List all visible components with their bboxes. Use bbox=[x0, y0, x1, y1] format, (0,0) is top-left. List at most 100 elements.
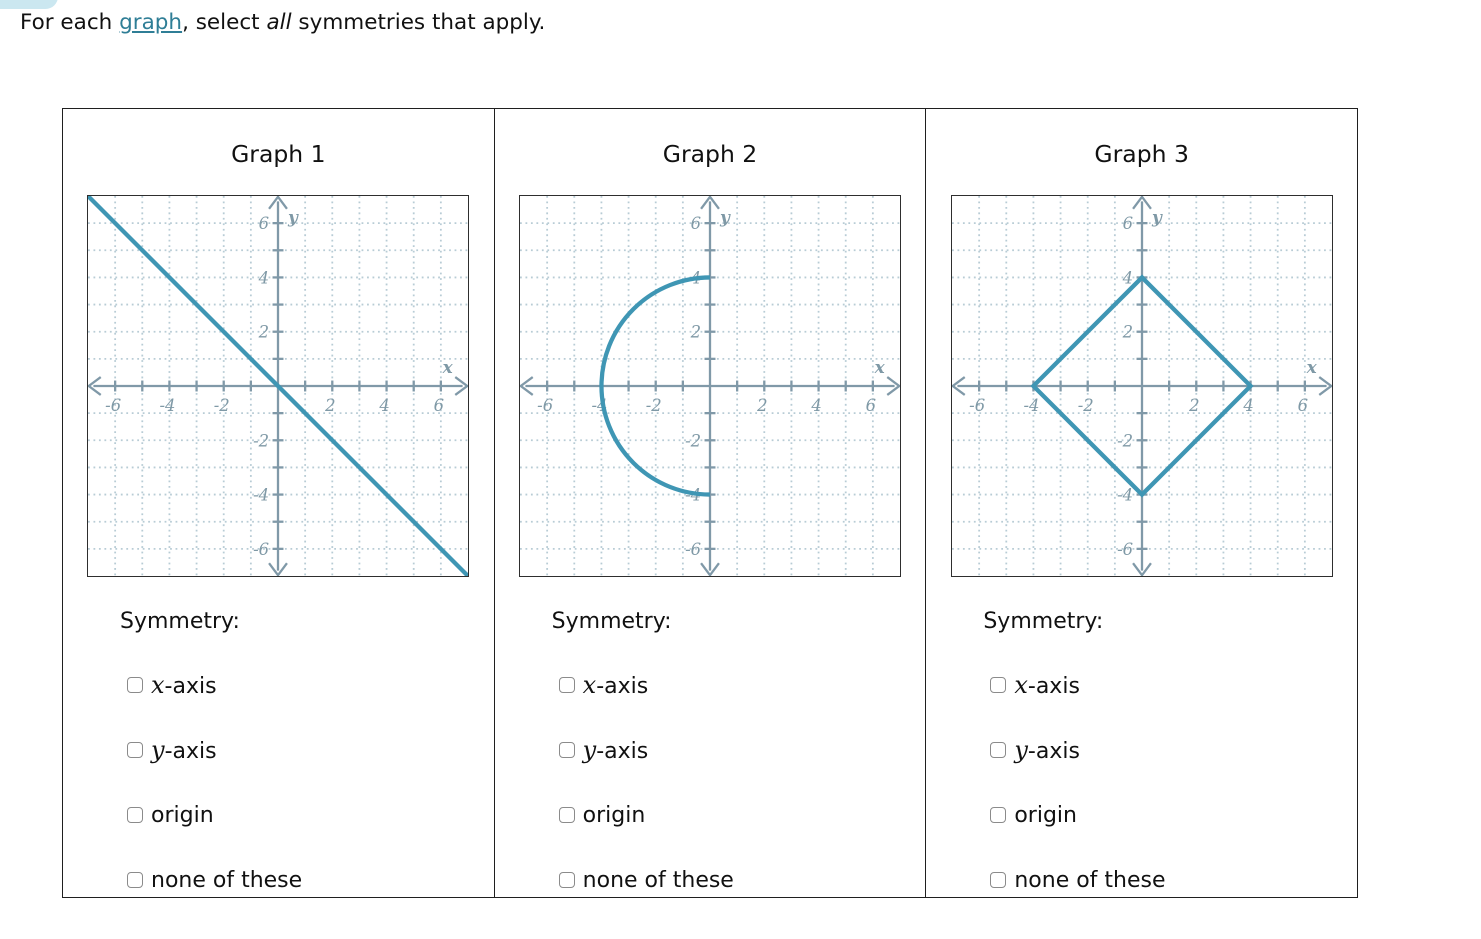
option-label-none: none of these bbox=[151, 868, 302, 893]
checkbox-y-axis-graph-2[interactable] bbox=[558, 742, 575, 758]
svg-text:-2: -2 bbox=[214, 396, 230, 415]
question-prompt: For each graph, select all symmetries th… bbox=[20, 10, 545, 35]
checkbox-none-graph-3[interactable] bbox=[990, 872, 1007, 888]
option-label-none: none of these bbox=[1014, 868, 1165, 893]
svg-text:4: 4 bbox=[258, 268, 269, 287]
option-text: -axis bbox=[1027, 739, 1080, 764]
decorative-corner-blob bbox=[0, 0, 58, 9]
svg-text:4: 4 bbox=[1242, 396, 1253, 415]
graph-panel-1: Graph 1 -6 -6 -4 -4 -2 -2 2 2 4 4 6 6 x y Symmetry: x… bbox=[63, 109, 495, 897]
option-text: origin bbox=[151, 802, 214, 828]
checkbox-y-axis-graph-1[interactable] bbox=[127, 742, 143, 758]
svg-text:4: 4 bbox=[379, 396, 390, 415]
option-text: -axis bbox=[164, 739, 217, 764]
option-label-origin: origin bbox=[151, 803, 214, 828]
svg-text:2: 2 bbox=[690, 323, 701, 342]
svg-text:6: 6 bbox=[434, 396, 444, 415]
checkbox-none-graph-2[interactable] bbox=[558, 872, 575, 888]
graph-1-plot: -6 -6 -4 -4 -2 -2 2 2 4 4 6 6 x y bbox=[87, 195, 470, 577]
svg-text:6: 6 bbox=[1297, 396, 1307, 415]
svg-text:-4: -4 bbox=[160, 396, 176, 415]
svg-text:x: x bbox=[1305, 357, 1317, 377]
option-label-y-axis: y-axis bbox=[151, 736, 217, 764]
svg-text:-2: -2 bbox=[646, 396, 662, 415]
svg-text:2: 2 bbox=[1188, 396, 1199, 415]
option-row-y-axis-2: y-axis bbox=[558, 736, 926, 764]
math-var: x bbox=[1014, 671, 1028, 699]
math-var: y bbox=[1014, 736, 1028, 764]
svg-text:2: 2 bbox=[258, 323, 269, 342]
svg-text:-6: -6 bbox=[969, 396, 985, 415]
math-var: x bbox=[151, 671, 165, 699]
svg-text:6: 6 bbox=[1122, 214, 1132, 233]
option-text: origin bbox=[582, 802, 646, 828]
option-label-origin: origin bbox=[583, 803, 646, 828]
option-row-origin-3: origin bbox=[990, 801, 1357, 829]
option-text: origin bbox=[1014, 802, 1077, 828]
svg-text:y: y bbox=[719, 207, 731, 227]
svg-text:-2: -2 bbox=[685, 431, 701, 450]
graph-1-title: Graph 1 bbox=[231, 140, 326, 168]
svg-text:-6: -6 bbox=[105, 396, 121, 415]
math-var: x bbox=[582, 671, 597, 699]
prompt-italic-all: all bbox=[266, 10, 292, 35]
option-row-none-2: none of these bbox=[558, 866, 926, 894]
graph-3-title: Graph 3 bbox=[1094, 140, 1189, 168]
option-text: none of these bbox=[582, 867, 734, 893]
option-label-origin: origin bbox=[1014, 803, 1077, 828]
option-row-none-1: none of these bbox=[127, 866, 494, 894]
option-row-none-3: none of these bbox=[990, 866, 1357, 894]
option-text: none of these bbox=[1014, 867, 1166, 893]
prompt-text-prefix: For each bbox=[20, 10, 120, 35]
symmetry-heading-1: Symmetry: bbox=[120, 609, 240, 634]
prompt-text-suffix: symmetries that apply. bbox=[291, 10, 546, 35]
option-text: -axis bbox=[596, 674, 649, 699]
option-row-origin-1: origin bbox=[127, 801, 494, 829]
option-text: -axis bbox=[596, 739, 649, 764]
svg-text:-4: -4 bbox=[1117, 486, 1133, 505]
option-row-y-axis-1: y-axis bbox=[127, 736, 494, 764]
option-row-y-axis-3: y-axis bbox=[990, 736, 1357, 764]
option-text: -axis bbox=[1027, 674, 1080, 699]
svg-text:-6: -6 bbox=[537, 396, 553, 415]
svg-text:4: 4 bbox=[810, 396, 821, 415]
checkbox-x-axis-graph-1[interactable] bbox=[127, 677, 143, 693]
svg-text:-4: -4 bbox=[1023, 396, 1039, 415]
math-var: y bbox=[151, 736, 165, 764]
option-label-x-axis: x-axis bbox=[1014, 671, 1080, 699]
option-label-y-axis: y-axis bbox=[583, 736, 649, 764]
option-text: none of these bbox=[151, 867, 303, 893]
svg-text:2: 2 bbox=[1121, 323, 1132, 342]
svg-text:2: 2 bbox=[756, 396, 767, 415]
svg-text:2: 2 bbox=[324, 396, 335, 415]
checkbox-x-axis-graph-2[interactable] bbox=[558, 677, 575, 693]
svg-text:-6: -6 bbox=[253, 540, 269, 559]
svg-text:x: x bbox=[442, 357, 454, 377]
svg-text:y: y bbox=[287, 207, 299, 227]
symmetry-heading-3: Symmetry: bbox=[983, 609, 1104, 634]
svg-text:-6: -6 bbox=[685, 540, 701, 559]
svg-text:-2: -2 bbox=[1117, 431, 1133, 450]
checkbox-origin-graph-3[interactable] bbox=[990, 807, 1007, 823]
svg-text:6: 6 bbox=[866, 396, 876, 415]
svg-text:y: y bbox=[1151, 207, 1163, 227]
option-text: -axis bbox=[164, 674, 217, 699]
symmetry-heading-2: Symmetry: bbox=[551, 609, 672, 634]
svg-text:-2: -2 bbox=[253, 431, 269, 450]
checkbox-origin-graph-1[interactable] bbox=[127, 807, 143, 823]
graphs-table: Graph 1 -6 -6 -4 -4 -2 -2 2 2 4 4 6 6 x y Symmetry: x… bbox=[62, 108, 1358, 898]
svg-text:6: 6 bbox=[691, 214, 701, 233]
checkbox-none-graph-1[interactable] bbox=[127, 872, 143, 888]
option-label-x-axis: x-axis bbox=[151, 671, 217, 699]
svg-text:-4: -4 bbox=[253, 486, 269, 505]
checkbox-x-axis-graph-3[interactable] bbox=[990, 677, 1007, 693]
checkbox-origin-graph-2[interactable] bbox=[558, 807, 575, 823]
svg-text:x: x bbox=[874, 357, 886, 377]
checkbox-y-axis-graph-3[interactable] bbox=[990, 742, 1007, 758]
option-label-none: none of these bbox=[583, 868, 734, 893]
option-row-x-axis-3: x-axis bbox=[990, 671, 1357, 699]
graph-link[interactable]: graph bbox=[119, 10, 183, 35]
svg-text:6: 6 bbox=[259, 214, 269, 233]
